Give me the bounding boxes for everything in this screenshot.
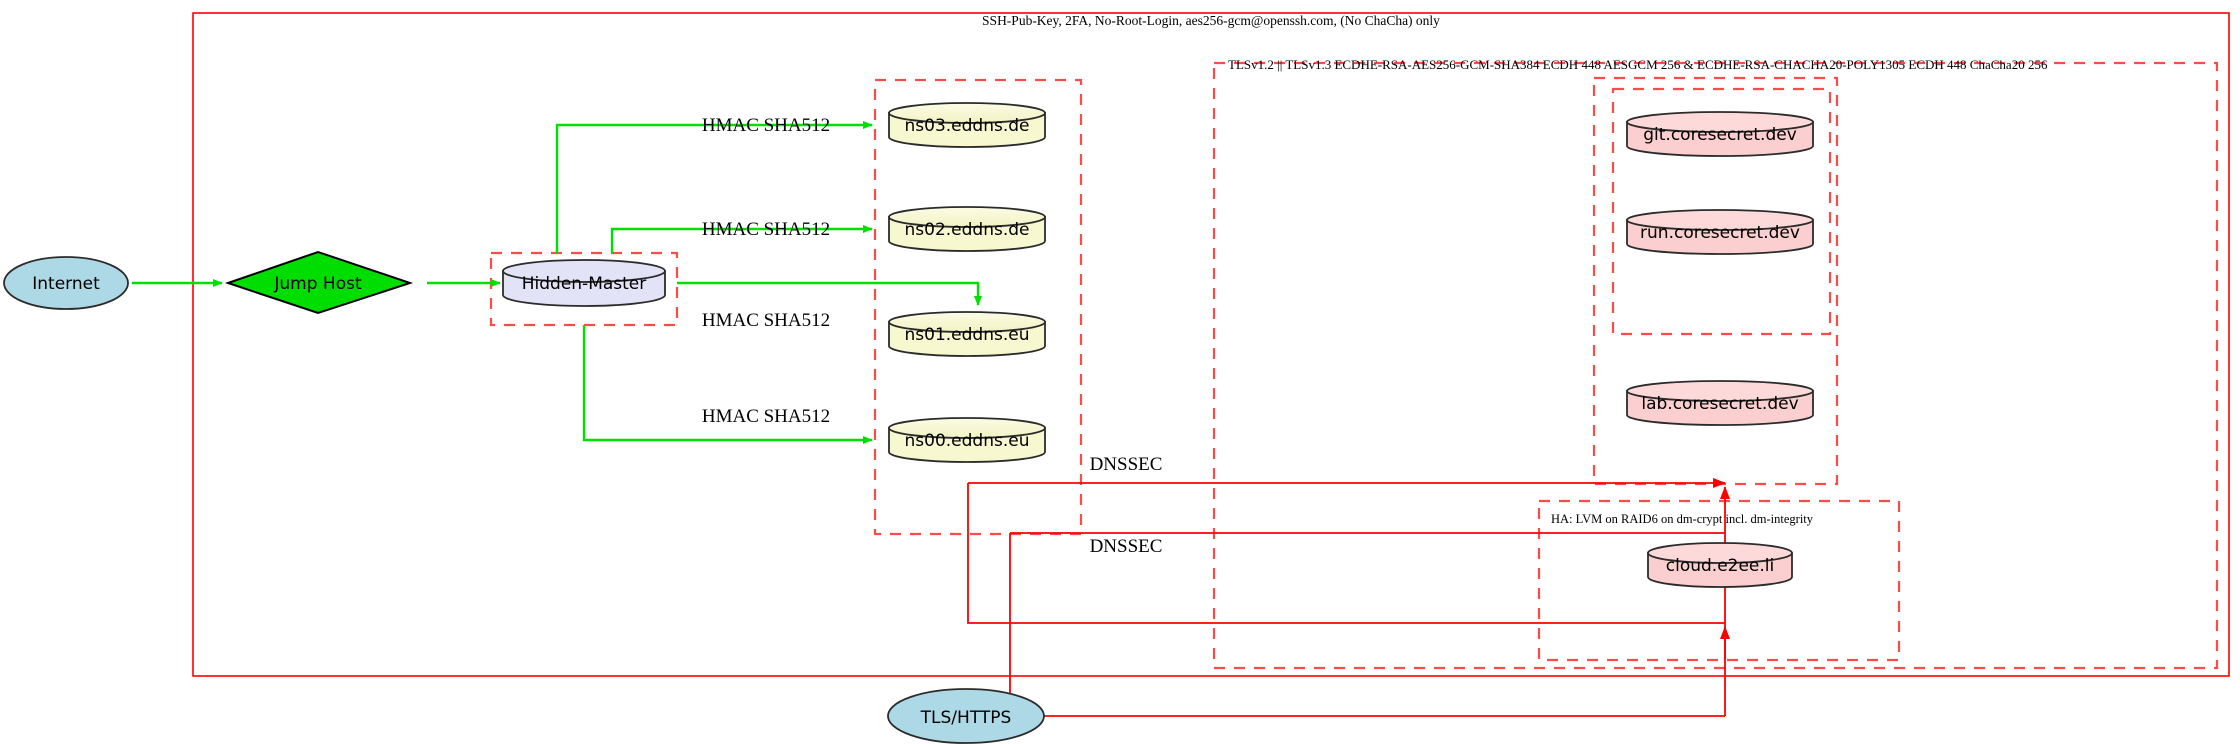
node-ns01-label: ns01.eddns.eu (905, 325, 1030, 345)
edge-master-to-ns01 (677, 281, 982, 306)
coresecret-inner-boundary (1611, 87, 1832, 336)
node-ns00-label: ns00.eddns.eu (905, 431, 1030, 451)
edge-label-dnssec-lower: DNSSEC (1090, 536, 1163, 557)
node-run-coresecret[interactable]: run.coresecret.dev (1626, 209, 1814, 255)
node-ns01[interactable]: ns01.eddns.eu (888, 311, 1046, 357)
node-ns00[interactable]: ns00.eddns.eu (888, 417, 1046, 463)
edge-label-hmac-ns01: HMAC SHA512 (702, 310, 830, 331)
edge-master-to-ns03 (555, 121, 873, 253)
node-hidden-master-label: Hidden-Master (522, 274, 647, 294)
node-internet-label: Internet (32, 274, 100, 294)
node-ns03-label: ns03.eddns.de (905, 116, 1030, 136)
node-git-coresecret[interactable]: git.coresecret.dev (1626, 111, 1814, 157)
edge-label-hmac-ns03: HMAC SHA512 (702, 115, 830, 136)
node-tls-https[interactable]: TLS/HTTPS (887, 688, 1045, 744)
edge-label-dnssec-upper: DNSSEC (1090, 454, 1163, 475)
node-hidden-master[interactable]: Hidden-Master (502, 259, 666, 307)
edge-dnssec-upper-rail (967, 483, 1725, 624)
node-git-coresecret-label: git.coresecret.dev (1643, 125, 1797, 145)
edge-label-hmac-ns02: HMAC SHA512 (702, 219, 830, 240)
ha-boundary-label: HA: LVM on RAID6 on dm-crypt incl. dm-in… (1551, 512, 1814, 526)
node-cloud-e2ee[interactable]: cloud.e2ee.li (1647, 542, 1793, 588)
node-ns02-label: ns02.eddns.de (905, 220, 1030, 240)
node-run-coresecret-label: run.coresecret.dev (1640, 223, 1800, 243)
tls-boundary-label: TLSv1.2 || TLSv1.3 ECDHE-RSA-AES256-GCM-… (1228, 57, 2048, 72)
node-lab-coresecret[interactable]: lab.coresecret.dev (1626, 380, 1814, 426)
node-tls-https-label: TLS/HTTPS (920, 708, 1012, 728)
node-ns02[interactable]: ns02.eddns.de (888, 206, 1046, 252)
node-lab-coresecret-label: lab.coresecret.dev (1641, 394, 1798, 414)
tls-boundary (1212, 61, 2219, 670)
edge-label-hmac-ns00: HMAC SHA512 (702, 406, 830, 427)
ha-boundary (1537, 499, 1901, 662)
edge-master-to-ns02 (610, 225, 873, 253)
outer-ssh-boundary-label: SSH-Pub-Key, 2FA, No-Root-Login, aes256-… (982, 13, 1440, 28)
node-jump-host-label: Jump Host (273, 274, 362, 294)
node-internet[interactable]: Internet (3, 256, 129, 310)
node-jump-host[interactable]: Jump Host (224, 250, 414, 315)
edge-master-to-ns00 (582, 325, 873, 444)
node-cloud-e2ee-label: cloud.e2ee.li (1666, 556, 1774, 576)
node-ns03[interactable]: ns03.eddns.de (888, 102, 1046, 148)
outer-ssh-boundary (192, 12, 2230, 677)
dns-zone-boundary (873, 78, 1083, 536)
